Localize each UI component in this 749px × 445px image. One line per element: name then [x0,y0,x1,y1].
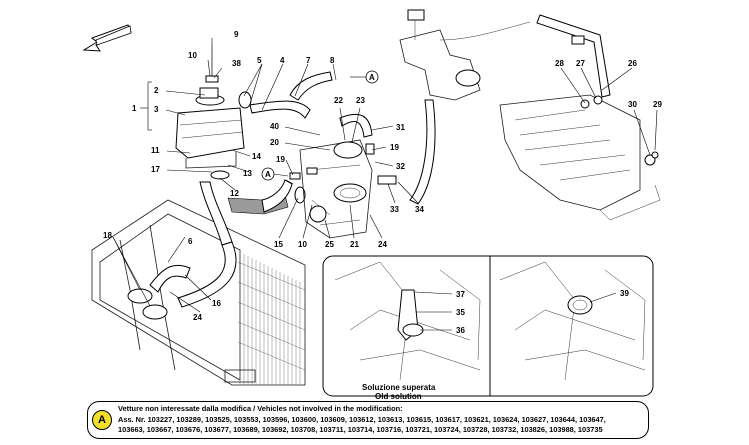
callout-23: 23 [356,96,365,105]
callout-21: 21 [350,240,359,249]
detail-panels [322,255,654,397]
callout-27: 27 [576,59,585,68]
callout-33: 33 [390,205,399,214]
callout-6: 6 [188,237,193,246]
modification-note: A Vetture non interessate dalla modifica… [87,401,649,439]
callout-35: 35 [456,308,465,317]
callout-labels: 9 10 38 5 4 7 8 1 2 3 11 17 14 13 12 40 … [103,30,662,335]
callout-26: 26 [628,59,637,68]
callout-29: 29 [653,100,662,109]
note-line-1: Vetture non interessate dalla modifica /… [118,404,403,413]
callout-19a: 19 [276,155,285,164]
callout-25: 25 [325,240,334,249]
callout-13: 13 [243,169,252,178]
callout-8: 8 [330,56,335,65]
detail-caption-en: Old solution [375,392,422,401]
callout-28: 28 [555,59,564,68]
callout-40: 40 [270,122,279,131]
note-line-2: Ass. Nr. 103227, 103289, 103525, 103553,… [118,414,606,424]
callout-22: 22 [334,96,343,105]
intake-manifold [499,94,661,221]
marker-a-top: A [350,70,379,84]
detail-caption-it: Soluzione superata [362,383,436,392]
svg-text:A: A [369,73,375,82]
callout-16: 16 [212,299,221,308]
expansion-tank [175,45,252,169]
callout-17: 17 [151,165,160,174]
callout-34: 34 [415,205,424,214]
callout-14: 14 [252,152,261,161]
callout-15: 15 [274,240,283,249]
marker-a-left: A [261,167,289,181]
callout-37: 37 [456,290,465,299]
callout-11: 11 [151,146,160,155]
coolant-hoses [127,71,373,320]
leader-lines [112,38,658,331]
callout-20: 20 [270,138,279,147]
callout-36: 36 [456,326,465,335]
callout-24b: 24 [378,240,387,249]
callout-12: 12 [230,189,239,198]
callout-4: 4 [280,56,285,65]
radiator [91,199,306,386]
callout-7: 7 [306,56,311,65]
valve-assembly [399,9,611,205]
callout-32: 32 [396,162,405,171]
callout-10: 10 [188,51,197,60]
callout-2: 2 [154,86,159,95]
note-text: Vetture non interessate dalla modifica /… [118,404,640,436]
callout-9: 9 [234,30,239,39]
callout-30: 30 [628,100,637,109]
callout-38: 38 [232,59,241,68]
callout-5: 5 [257,56,262,65]
callout-10b: 10 [298,240,307,249]
svg-text:A: A [265,170,271,179]
note-badge: A [92,410,112,430]
callout-1: 1 [132,104,137,113]
callout-19b: 19 [390,143,399,152]
callout-3: 3 [154,105,159,114]
callout-39: 39 [620,289,629,298]
note-line-3: 103663, 103667, 103676, 103677, 103689, … [118,425,603,434]
callout-24a: 24 [193,313,202,322]
thermostat-housing [289,139,397,239]
callout-18: 18 [103,231,112,240]
arrow-icon [82,24,132,52]
callout-31: 31 [396,123,405,132]
